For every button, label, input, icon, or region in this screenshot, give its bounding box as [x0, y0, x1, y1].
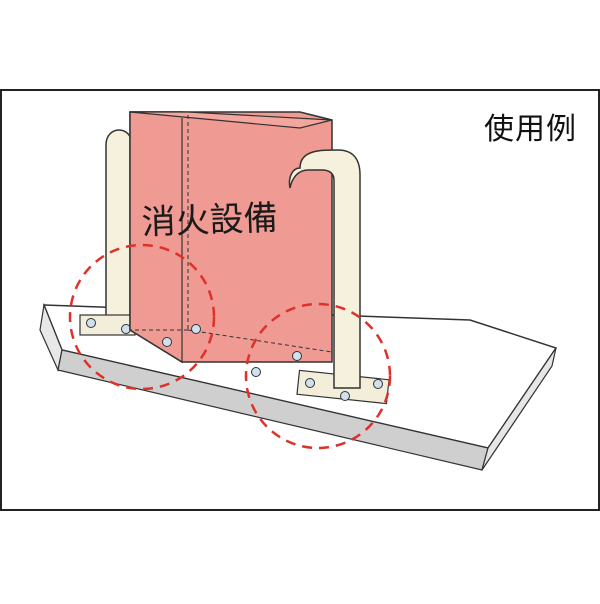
- bolt-icon: [305, 378, 315, 388]
- frame-border: [0, 89, 600, 511]
- bolt-icon: [251, 367, 261, 377]
- bolt-icon: [292, 351, 302, 361]
- bollard-left: [79, 129, 136, 336]
- bolt-icon: [121, 324, 131, 334]
- equipment-label: 消火設備: [141, 198, 278, 243]
- equipment-box: 消火設備: [129, 111, 333, 377]
- bolt-icon: [191, 324, 201, 334]
- highlight-circle-left: [68, 243, 216, 391]
- usage-example-label: 使用例: [484, 112, 577, 147]
- bolt-icon: [340, 391, 350, 401]
- bolt-icon: [86, 318, 96, 328]
- bollard-right: [288, 149, 390, 405]
- highlight-circle-right: [244, 302, 392, 450]
- bolt-icon: [162, 337, 172, 347]
- bolt-icon: [373, 379, 383, 389]
